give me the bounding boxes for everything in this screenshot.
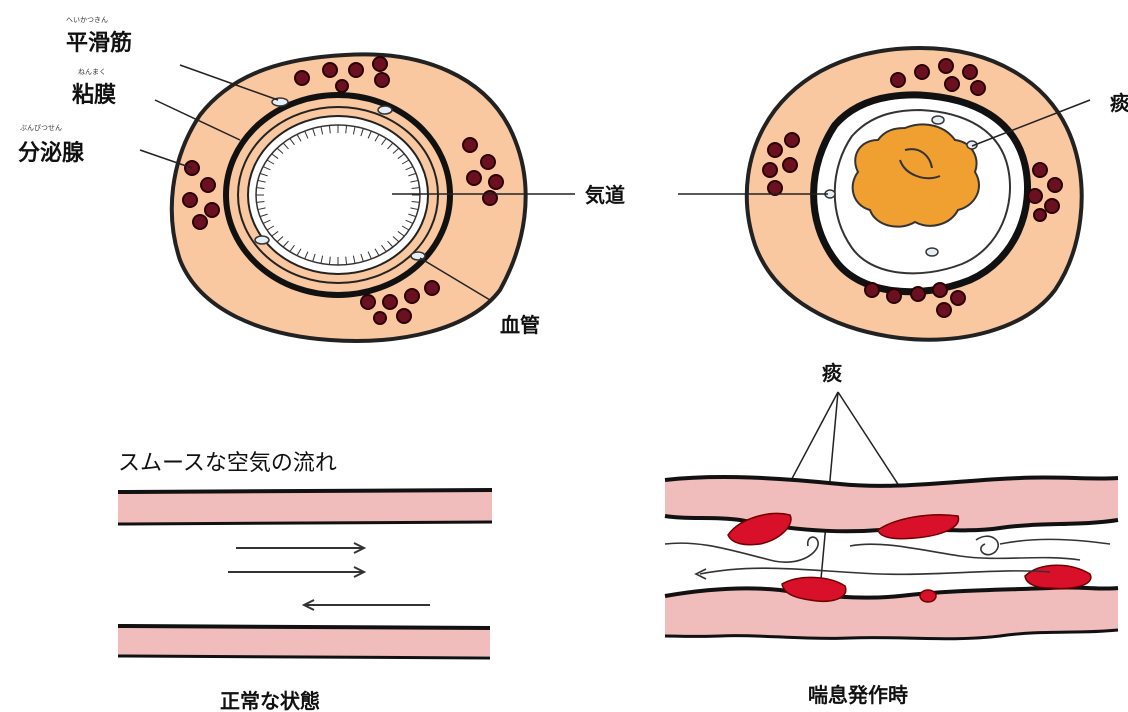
upper-wall-edge [118, 490, 492, 492]
phlegm-label-bottom: 痰 [822, 361, 843, 385]
lower-wall-edge [118, 656, 490, 658]
mucosa-ruby: ねんまく [78, 68, 106, 76]
lower-airway-wall [118, 626, 490, 656]
lower-wall-edge [118, 626, 490, 628]
smooth-flow-caption: スムースな空気の流れ [118, 451, 337, 476]
normal-airway-cross-section [172, 54, 526, 341]
normal-flow-panel: スムースな空気の流れ 正常な状態 [118, 451, 492, 712]
blood-vessel [378, 106, 392, 114]
blood-vessel [255, 236, 269, 244]
blood-vessel [926, 248, 938, 256]
blood-vessel-label: 血管 [500, 313, 540, 337]
airway-label: 気道 [585, 183, 625, 207]
phlegm-label-top: 痰 [1110, 91, 1128, 115]
gland-label: 分泌腺 [18, 140, 85, 166]
flow-arrows [228, 543, 430, 610]
gland-ruby: ぶんぴつせん [20, 124, 62, 132]
blood-vessel [411, 252, 425, 260]
mucosa-label: 粘膜 [72, 83, 116, 108]
asthma-attack-caption: 喘息発作時 [808, 683, 908, 707]
asthma-flow-panel: 痰 喘息発作時 [665, 361, 1118, 707]
airway-lumen [256, 125, 420, 265]
normal-state-caption: 正常な状態 [220, 689, 320, 712]
smooth-muscle-ruby: へいかつきん [66, 16, 108, 24]
upper-airway-wall [118, 490, 492, 524]
upper-wall-edge [118, 522, 492, 524]
smooth-muscle-label: 平滑筋 [66, 30, 132, 56]
blood-vessel [932, 116, 944, 124]
